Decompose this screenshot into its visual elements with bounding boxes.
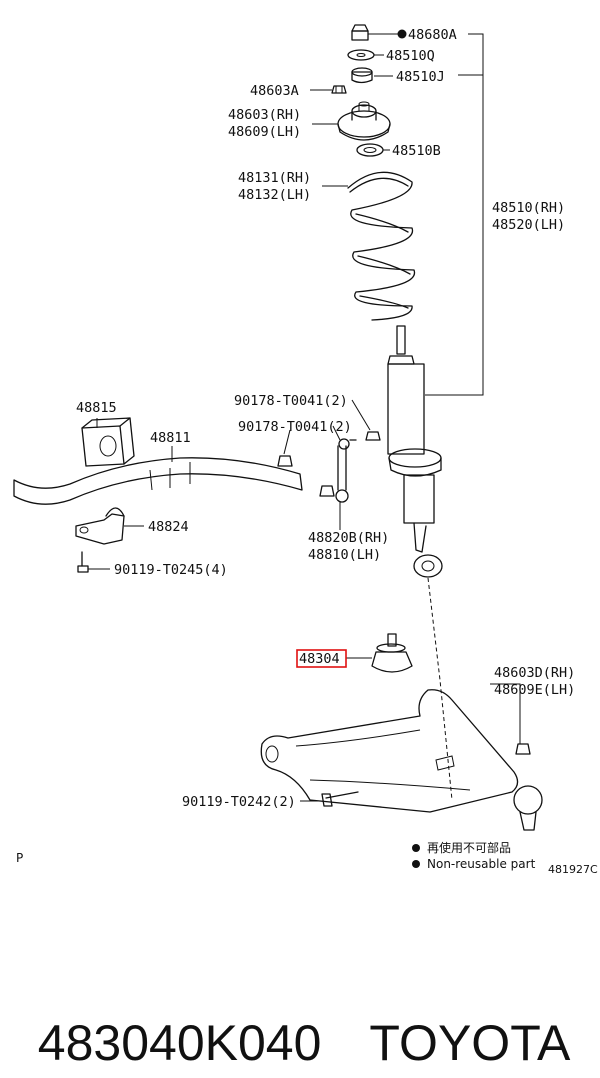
nut-90178-T0041-lower[interactable] [277,455,293,467]
bolt-90119-T0242[interactable] [321,791,359,807]
label-48304[interactable]: 48304 [299,651,340,667]
footer-part-number: 483040K040 [37,1015,322,1071]
label-48603A: 48603A [250,83,299,99]
bracket-48824[interactable] [75,507,125,545]
label-90119-T0245: 90119-T0245(4) [114,562,228,578]
footer-brand: TOYOTA [369,1015,571,1071]
label-48510Q: 48510Q [386,48,435,64]
label-48811: 48811 [150,430,191,446]
washer-48510Q[interactable] [347,49,375,61]
bushing-48815[interactable] [81,417,135,467]
label-90178-lower: 90178-T0041(2) [238,419,352,435]
lower-arm[interactable] [260,689,543,831]
label-48510J: 48510J [396,69,445,85]
label-48810: 48810(LH) [308,547,381,563]
suspension-parts-diagram: 48680A 48510Q 48510J 48603A 48603(RH) 48… [13,24,598,876]
legend-marker-jp [412,844,420,852]
stabilizer-bar-48811[interactable] [13,457,303,505]
label-48603RH: 48603(RH) [228,107,301,123]
label-48680A: 48680A [408,27,457,43]
corner-mark: P [16,851,23,865]
label-48131RH: 48131(RH) [238,170,311,186]
strut-nut-48680A[interactable] [351,24,369,41]
highlight-box-48304 [296,649,347,668]
bound-stopper-48304[interactable] [371,633,413,673]
footer-caption: 483040K040 TOYOTA [10,938,590,1071]
label-48510RH: 48510(RH) [492,200,565,216]
label-90119-T0242: 90119-T0242(2) [182,794,296,810]
bolt-90119-T0245[interactable] [77,551,89,573]
figure-id: 481927C [548,863,598,876]
coil-spring-48131[interactable] [347,171,416,321]
label-90178-upper: 90178-T0041(2) [234,393,348,409]
nut-link-lower[interactable] [319,485,335,497]
legend-marker-en [412,860,420,868]
label-48520LH: 48520(LH) [492,217,565,233]
legend-jp: 再使用不可部品 [427,840,511,855]
cushion-48510J[interactable] [351,67,373,84]
non-reusable-marker-48680A [397,29,407,39]
nut-48603A[interactable] [331,85,347,94]
label-48603D: 48603D(RH) [494,665,575,681]
label-48824: 48824 [148,519,189,535]
label-48820B: 48820B(RH) [308,530,389,546]
link-48820B[interactable] [335,438,357,503]
shock-absorber-48510[interactable] [387,325,443,578]
label-48510B: 48510B [392,143,441,159]
legend-en: Non-reusable part [427,857,536,871]
nut-48603D[interactable] [515,743,531,755]
label-48609E: 48609E(LH) [494,682,575,698]
label-48132LH: 48132(LH) [238,187,311,203]
label-48815: 48815 [76,400,117,416]
nut-90178-T0041-upper[interactable] [365,431,381,441]
label-48609LH: 48609(LH) [228,124,301,140]
insulator-48510B[interactable] [356,143,384,157]
support-48603[interactable] [337,101,391,141]
